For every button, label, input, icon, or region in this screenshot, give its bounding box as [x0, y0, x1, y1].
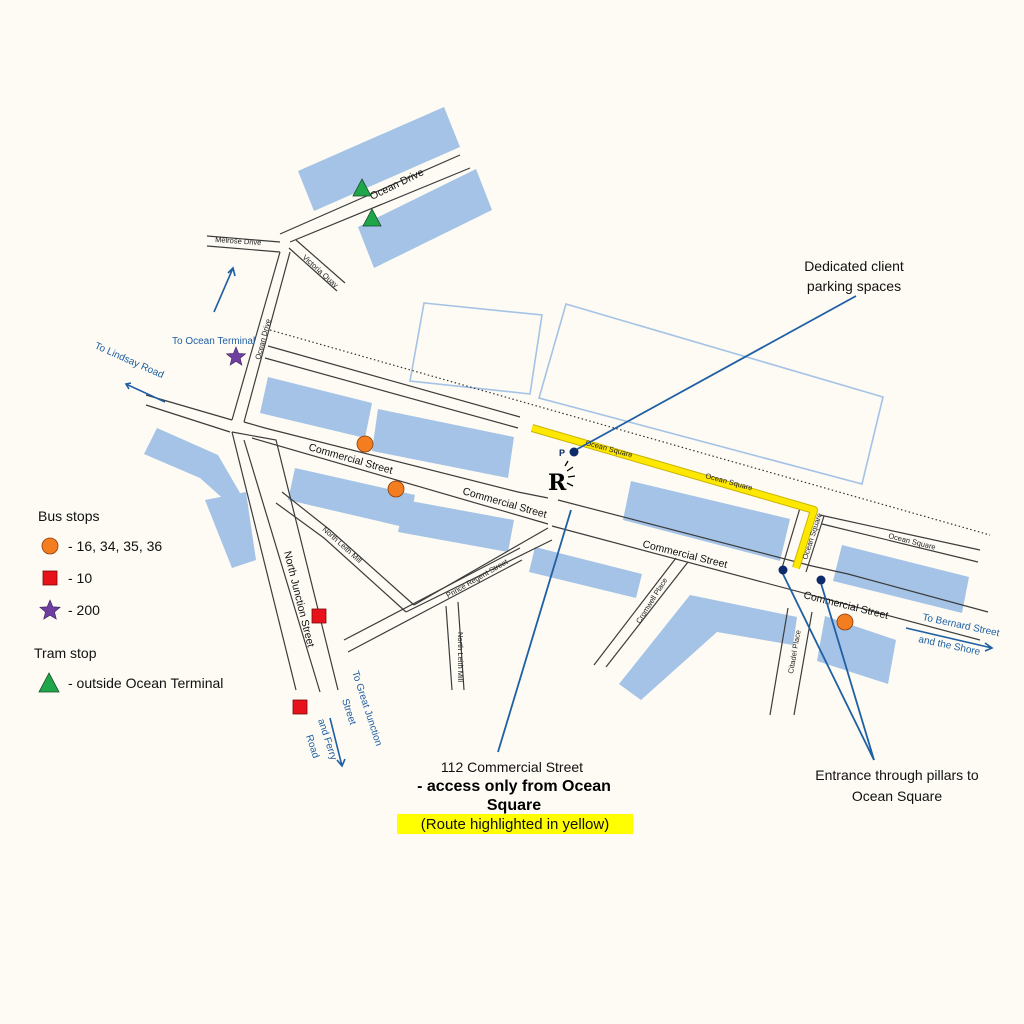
annotation-access-line-1: - access only from Ocean	[417, 778, 611, 795]
building-cs-north-3	[623, 481, 790, 561]
tram-stop-marker-1[interactable]	[352, 178, 372, 197]
bus-stop-200-marker[interactable]	[225, 346, 247, 366]
legend-bus-stops-title: Bus stops	[38, 508, 99, 524]
roads	[145, 154, 989, 716]
legend-tram-label: - outside Ocean Terminal	[68, 675, 223, 691]
building-cs-south-4	[619, 595, 797, 700]
parking-marker-label: P	[559, 448, 565, 458]
office-logo[interactable]: R	[548, 460, 576, 496]
callout-parking-line	[571, 295, 857, 453]
building-outline-1	[409, 302, 543, 395]
annotation-entrance-line-2: Ocean Square	[852, 788, 942, 804]
legend: Bus stops - 16, 34, 35, 36 - 10 - 200 Tr…	[34, 508, 223, 693]
legend-star-icon	[39, 599, 61, 620]
building-ocean-terminal-north	[298, 107, 460, 211]
building-west-2	[205, 492, 256, 568]
entrance-pillar-2[interactable]	[816, 575, 826, 585]
building-cs-north-1	[260, 377, 372, 438]
bus-stop-orange-marker-3[interactable]	[836, 613, 854, 631]
building-west-1	[144, 428, 240, 503]
access-route	[531, 425, 817, 569]
annotation-entrance-line-1: Entrance through pillars to	[815, 767, 979, 783]
legend-star-label: - 200	[68, 602, 100, 618]
legend-tram-title: Tram stop	[34, 645, 97, 661]
arrow-bernard-street	[905, 627, 994, 652]
railway-line	[269, 329, 991, 536]
building-cs-north-4	[833, 545, 969, 613]
bus-stop-red-marker-2[interactable]	[292, 699, 308, 715]
callout-entrance-line-1	[781, 571, 875, 761]
building-ocean-terminal-south	[358, 169, 492, 268]
annotations: Dedicated client parking spaces 112 Comm…	[397, 258, 979, 834]
bus-stop-red-marker-1[interactable]	[311, 608, 327, 624]
arrow-lindsay-road	[124, 382, 166, 403]
logo-letter: R	[548, 470, 567, 496]
annotation-access-line-2: Square	[487, 797, 541, 814]
legend-red-label: - 10	[68, 570, 92, 586]
legend-orange-circle-icon	[41, 537, 59, 555]
callout-address-line	[497, 509, 572, 753]
callouts	[497, 295, 875, 761]
annotation-parking-line-2: parking spaces	[807, 278, 901, 294]
building-cs-south-3	[529, 547, 642, 598]
bus-stop-orange-marker-2[interactable]	[387, 480, 405, 498]
entrance-pillar-1[interactable]	[778, 565, 788, 575]
annotation-route-note: (Route highlighted in yellow)	[421, 816, 609, 833]
arrow-great-junction	[329, 717, 346, 768]
building-cs-south-2	[398, 500, 514, 552]
parking-marker[interactable]	[569, 447, 579, 457]
annotation-address: 112 Commercial Street	[441, 759, 583, 775]
buildings	[144, 107, 969, 700]
building-cs-north-2	[372, 409, 514, 478]
bus-stop-orange-marker-1[interactable]	[356, 435, 374, 453]
tram-stop-marker-2[interactable]	[362, 208, 382, 227]
street-label-north-leith-mill-2: North Leith Mill	[456, 632, 465, 682]
logo-rays-icon	[564, 460, 576, 487]
map-markers: P	[225, 178, 854, 715]
route-note-highlight	[397, 814, 633, 834]
street-label-melrose-drive: Melrose Drive	[215, 235, 262, 247]
building-cs-south-1	[288, 468, 415, 528]
building-outline-2	[538, 303, 884, 485]
annotation-parking-line-1: Dedicated client	[804, 258, 904, 274]
legend-red-square-icon	[42, 570, 58, 586]
direction-to-ocean-terminal: To Ocean Terminal	[172, 336, 255, 347]
arrow-ocean-terminal	[213, 266, 236, 313]
callout-entrance-line-2	[819, 579, 875, 761]
legend-tram-icon	[38, 672, 60, 693]
legend-orange-label: - 16, 34, 35, 36	[68, 538, 162, 554]
